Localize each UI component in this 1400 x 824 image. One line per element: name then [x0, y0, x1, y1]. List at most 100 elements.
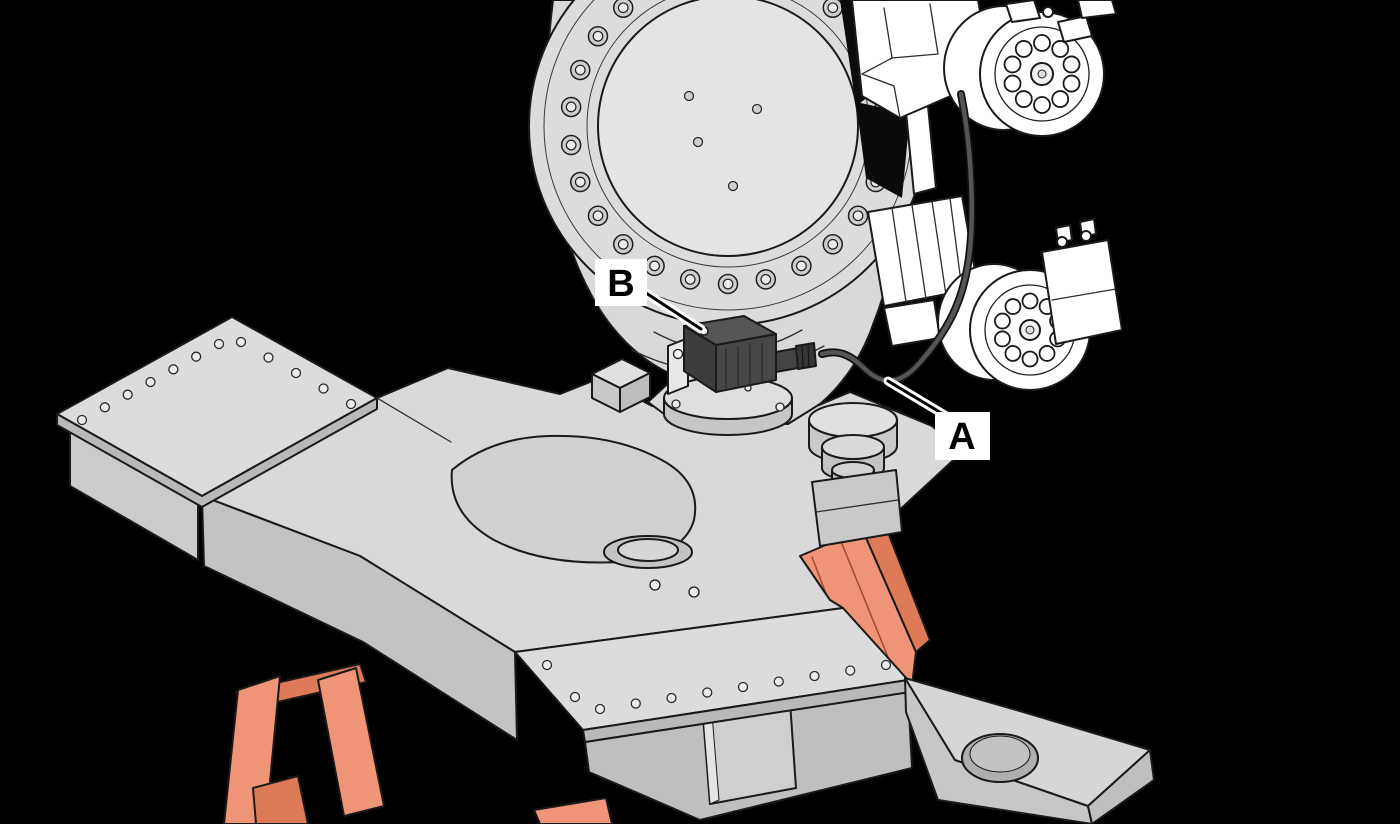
- pin-hole: [994, 330, 1011, 348]
- bolt-hole: [213, 338, 225, 350]
- ring-bolt-hole: [827, 238, 839, 250]
- pivot-flange: [808, 402, 903, 547]
- ring-bolt-hole: [617, 2, 629, 14]
- pin-hole: [1033, 34, 1051, 52]
- pin-hole: [1021, 292, 1039, 310]
- ring-bolt-hole: [649, 260, 660, 272]
- ring-bolt-hole: [796, 260, 807, 272]
- callout-b-leader: [644, 291, 703, 331]
- platform-bolt: [775, 402, 785, 412]
- base-boss-side: [619, 372, 651, 413]
- bolt-hole: [145, 376, 156, 388]
- motor-upper-block-lines: [861, 3, 939, 119]
- base-bracket-right: [904, 677, 1155, 824]
- plate-lower-holes: [541, 659, 892, 715]
- bolt-hole: [99, 402, 110, 413]
- platform-bolt: [671, 399, 681, 409]
- bolt-hole: [122, 389, 133, 400]
- ring-bolt-hole: [684, 274, 696, 285]
- motor-upper-center-hole: [1037, 69, 1047, 79]
- ring-bolt-hole: [565, 139, 577, 151]
- ring-face-hole: [727, 180, 739, 192]
- pin-hole: [1062, 55, 1081, 74]
- pin-hole: [1062, 74, 1081, 93]
- pin-hole: [1021, 350, 1039, 368]
- bolt-hole: [235, 336, 247, 348]
- bolt-hole: [76, 414, 88, 426]
- bolt-hole: [318, 383, 329, 394]
- base-bolt-hole: [649, 579, 661, 591]
- bracket-hole-inner: [969, 735, 1031, 773]
- motor-lower-fitting-dot-1: [1056, 236, 1068, 248]
- mounting-plate-upper-left-edge: [56, 397, 378, 508]
- pin-hole: [1051, 90, 1070, 108]
- motor-lower-fitting-dot-2: [1080, 230, 1092, 242]
- bolt-hole: [737, 681, 749, 693]
- motor-upper-rim: [994, 26, 1090, 122]
- ring-bolt-hole: [592, 30, 604, 42]
- bolt-hole: [263, 352, 274, 363]
- bolt-hole: [845, 665, 856, 676]
- bolt-hole: [702, 687, 713, 698]
- bolt-hole: [809, 670, 820, 682]
- motor-lower-right-block-line: [1051, 288, 1117, 301]
- motor-lower-right-block: [1041, 239, 1123, 345]
- pivot-flange-top-1: [808, 402, 898, 438]
- base-bore-inner: [617, 538, 679, 562]
- plate-upper-left-holes: [76, 336, 357, 426]
- motor-lower-center-hole: [1025, 325, 1035, 335]
- pin-hole: [994, 312, 1011, 330]
- swing-column: [528, 0, 928, 425]
- bolt-hole: [541, 659, 553, 671]
- motor-upper-fitting-2: [1057, 15, 1093, 43]
- ring-bolt-hole: [617, 238, 629, 250]
- ring-face-hole: [692, 136, 704, 148]
- ring-bolt-hole: [852, 210, 864, 222]
- sensor-box-top: [683, 315, 777, 346]
- ring-face-holes: [683, 90, 763, 192]
- base-pocket: [450, 434, 697, 564]
- sensor-box: [667, 315, 817, 395]
- base-front-face-left: [201, 495, 518, 741]
- sensor-cable: [818, 90, 976, 385]
- bolt-hole: [630, 698, 641, 709]
- bolt-hole: [666, 692, 677, 704]
- hydraulic-units: [851, 0, 1123, 391]
- bolt-hole: [880, 659, 892, 671]
- bolt-hole: [191, 351, 202, 362]
- motor-lower: [867, 195, 1123, 391]
- ring-bolt-hole: [827, 2, 839, 14]
- ring-bolt-hole: [574, 176, 586, 188]
- callout-a-box: [935, 412, 990, 460]
- shadow-gap-2: [856, 102, 910, 198]
- pin-hole: [1014, 90, 1033, 108]
- pivot-bracket-line: [815, 499, 899, 513]
- bolt-hole: [594, 703, 606, 715]
- pin-hole: [1038, 345, 1056, 362]
- pin-hole: [1004, 345, 1022, 362]
- ring-bolt-hole: [565, 101, 577, 113]
- bolt-hole: [773, 676, 784, 687]
- motor-lower-fins: [891, 197, 963, 303]
- motor-upper-pins: [1003, 34, 1081, 114]
- pin-hole: [1033, 96, 1051, 114]
- callouts: B A: [595, 259, 990, 460]
- motor-upper-fitting-3: [1077, 0, 1117, 19]
- ring-inner-face: [597, 0, 859, 257]
- bolt-hole: [345, 398, 357, 410]
- pin-hole: [1014, 40, 1033, 58]
- base-boss: [591, 358, 651, 413]
- bracket-front-band: [1087, 749, 1155, 824]
- ring-bolt-hole: [592, 210, 604, 222]
- base-frame: [56, 316, 1155, 824]
- ring-bolt-hole: [760, 274, 772, 285]
- motor-upper-fitting-1: [1005, 0, 1041, 23]
- pin-hole: [1003, 55, 1022, 74]
- callout-b-box: [595, 259, 647, 306]
- pivot-flange-top-2: [821, 434, 885, 460]
- pin-hole: [1051, 40, 1070, 58]
- ring-bolt-hole: [722, 278, 734, 290]
- pin-hole: [1003, 74, 1022, 93]
- callout-b-label: B: [607, 263, 634, 305]
